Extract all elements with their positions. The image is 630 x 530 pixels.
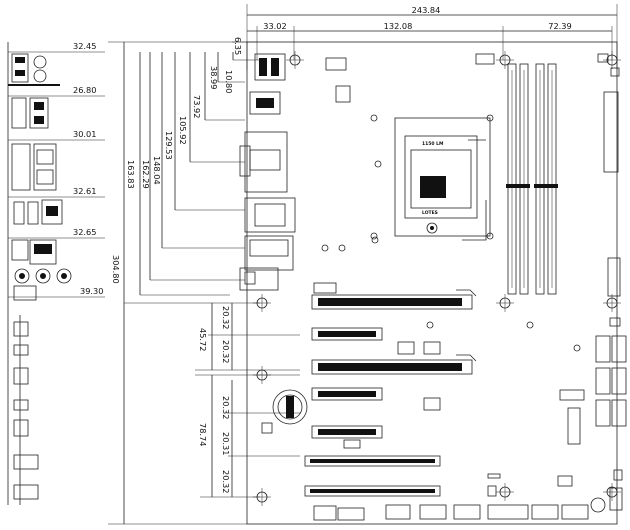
dim-io-6: 39.30: [80, 286, 103, 296]
dim-io-5: 32.65: [73, 227, 96, 237]
dim-slot-4: 20.31: [221, 432, 231, 455]
dim-v-105-92: 105.92: [178, 116, 188, 145]
pin-headers: [343, 341, 573, 497]
expansion-slots: [304, 282, 477, 497]
dim-v-129-53: 129.53: [164, 131, 174, 160]
dim-io-2: 26.80: [73, 85, 96, 95]
dim-slot-span-45: 45.72: [198, 328, 208, 351]
cmos-battery: [272, 389, 308, 425]
socket-label-top: 1150 LM: [422, 141, 444, 147]
dim-edge-offset: 6.35: [233, 37, 243, 55]
dim-v-304-80: 304.80: [111, 255, 121, 284]
dim-v-73-92: 73.92: [192, 95, 202, 118]
bottom-headers: [313, 469, 623, 521]
header-connector: [607, 257, 621, 297]
cpu-socket: 1150 LM LOTES: [370, 114, 494, 241]
fan-header: [475, 53, 495, 65]
dim-left-offset: 33.02: [263, 21, 286, 31]
dim-center-span: 132.08: [384, 21, 413, 31]
dim-overall-width: 243.84: [412, 5, 441, 15]
left-vertical-dimensions: 10.80 38.99 73.92 105.92 129.53 148.04 1…: [108, 41, 260, 525]
dim-slot-1: 20.32: [221, 306, 231, 329]
mounting-holes: [253, 51, 621, 506]
atx-power-connector: [603, 91, 619, 173]
dim-io-4: 32.61: [73, 186, 96, 196]
sata-connectors: [595, 335, 627, 427]
dim-v-163-83: 163.83: [126, 160, 136, 189]
top-dimensions: 243.84 33.02 132.08 72.39 6.35: [232, 4, 618, 70]
dim-slot-3: 20.32: [221, 396, 231, 419]
io-panel-side: 32.45 26.80 30.01 32.61 32.65: [7, 41, 105, 505]
dim-io-1: 32.45: [73, 41, 96, 51]
cpu-power-connector: [335, 85, 351, 103]
dim-v-38-99: 38.99: [209, 66, 219, 89]
m2-connector: [559, 389, 585, 401]
dim-v-148-04: 148.04: [152, 156, 162, 185]
dim-right-span: 72.39: [548, 21, 571, 31]
dim-v-162-29: 162.29: [141, 160, 151, 189]
socket-label-bottom: LOTES: [422, 210, 438, 216]
hdmi-port: [325, 57, 347, 71]
dimm-slots: [506, 63, 558, 295]
dim-slot-2: 20.32: [221, 340, 231, 363]
dim-slot-span-78: 78.74: [198, 423, 208, 446]
slot-dimensions: 20.32 20.32 45.72 20.32 20.31 20.32 78.7…: [195, 303, 300, 498]
dim-v-10-80: 10.80: [224, 70, 234, 93]
m2-slot: [567, 407, 581, 445]
dim-io-3: 30.01: [73, 129, 96, 139]
rear-io-connectors: [239, 53, 296, 291]
dim-slot-5: 20.32: [221, 470, 231, 493]
board-outline: [246, 41, 618, 525]
